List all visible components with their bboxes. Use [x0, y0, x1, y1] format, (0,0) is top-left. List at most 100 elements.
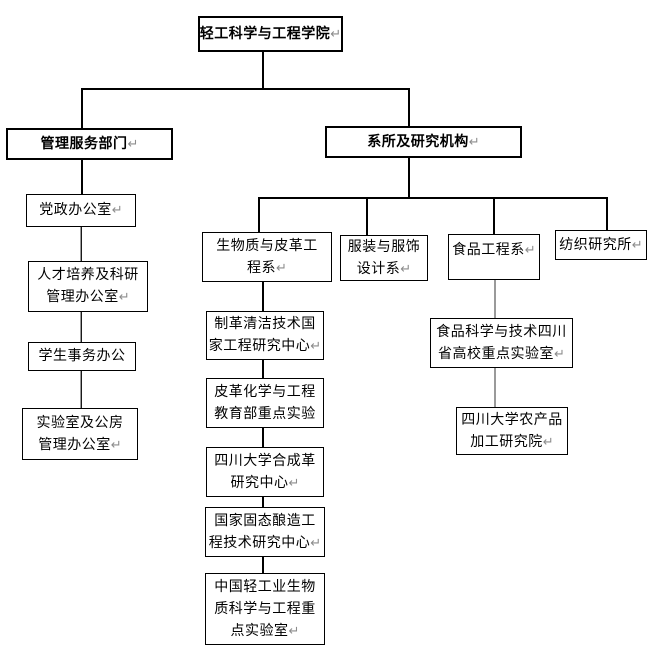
node-label: 学生事务办公 [39, 345, 126, 368]
paragraph-mark-icon: ↵ [330, 26, 342, 42]
node-label-text: 程系 [247, 259, 277, 276]
node-label-text: 制革清洁技术国 [214, 316, 316, 332]
node-fashion-design-dept: 服装与服饰 设计系↵ [340, 235, 428, 281]
paragraph-mark-icon: ↵ [288, 475, 300, 491]
connector-biomass-4 [262, 497, 264, 507]
paragraph-mark-icon: ↵ [276, 260, 287, 276]
paragraph-mark-icon: ↵ [127, 136, 139, 152]
node-label-text: 省高校重点实验室 [438, 345, 555, 362]
node-label-text: 管理办公室 [46, 289, 119, 305]
paragraph-mark-icon: ↵ [554, 346, 565, 362]
node-departments-institutes: 系所及研究机构↵ [325, 126, 522, 158]
connector-drop-admin [81, 88, 83, 128]
node-label: 党政办公室↵ [39, 199, 122, 222]
node-label-text: 教育部重点实验 [214, 405, 316, 422]
node-label: 加工研究院↵ [470, 431, 553, 454]
node-label-text: 研究中心 [230, 474, 289, 491]
node-label: 质科学与工程重 [214, 598, 316, 620]
connector-food-2 [494, 368, 496, 407]
connector-drop-textile [606, 197, 608, 230]
node-label-text: 生物质与皮革工 [216, 237, 318, 254]
connector-level1-split [81, 88, 410, 90]
node-label: 研究中心↵ [231, 472, 300, 495]
node-party-admin-office: 党政办公室↵ [26, 194, 136, 227]
node-label-text: 党政办公室 [39, 202, 112, 218]
node-label-text: 系所及研究机构 [367, 133, 469, 150]
connector-drop-academic [408, 88, 410, 126]
node-label: 四川大学农产品 [461, 409, 563, 431]
node-label: 教育部重点实验 [214, 403, 316, 426]
node-label-text: 食品工程系 [452, 242, 525, 258]
node-label-text: 四川大学农产品 [461, 411, 563, 428]
node-label-text: 管理办公室 [38, 436, 111, 453]
node-leather-clean-tech-center: 制革清洁技术国 家工程研究中心↵ [206, 311, 324, 360]
paragraph-mark-icon: ↵ [288, 623, 300, 639]
connector-biomass-3 [262, 427, 264, 447]
paragraph-mark-icon: ↵ [118, 290, 130, 305]
node-label: 系所及研究机构↵ [367, 131, 479, 154]
node-label: 轻工科学与工程学院↵ [200, 23, 341, 46]
paragraph-mark-icon: ↵ [111, 203, 123, 218]
node-biomass-leather-dept: 生物质与皮革工 程系↵ [202, 232, 332, 282]
connector-root-stem [262, 52, 264, 88]
node-student-affairs-office: 学生事务办公 [28, 342, 136, 371]
node-label-text: 加工研究院 [470, 433, 543, 450]
node-label: 四川大学合成革 [214, 450, 316, 472]
connector-biomass-1 [262, 282, 264, 311]
node-leather-chem-key-lab: 皮革化学与工程 教育部重点实验 [206, 378, 324, 428]
node-label: 人才培养及科研 [37, 264, 139, 286]
paragraph-mark-icon: ↵ [542, 434, 554, 450]
node-label-text: 纺织研究所 [559, 236, 632, 253]
node-label: 制革清洁技术国 [214, 313, 316, 335]
node-label: 省高校重点实验室↵ [438, 343, 565, 366]
node-label: 食品科学与技术四川 [436, 321, 567, 343]
node-college-root: 轻工科学与工程学院↵ [198, 16, 343, 52]
node-label: 管理服务部门↵ [41, 133, 139, 156]
connector-food-1 [494, 280, 496, 318]
paragraph-mark-icon: ↵ [468, 134, 480, 150]
node-label-text: 人才培养及科研 [37, 267, 139, 283]
node-label: 中国轻工业生物 [214, 576, 316, 598]
node-label: 皮革化学与工程 [214, 381, 316, 403]
connector-biomass-2 [262, 360, 264, 378]
node-label: 国家固态酿造工 [214, 510, 316, 532]
node-lab-housing-office: 实验室及公房 管理办公室↵ [22, 408, 138, 460]
node-food-engineering-dept: 食品工程系↵ [448, 234, 540, 280]
connector-admin-3 [80, 311, 82, 342]
node-label-text: 皮革化学与工程 [214, 383, 316, 400]
connector-admin-2 [80, 227, 82, 261]
node-label: 管理办公室↵ [38, 434, 121, 457]
connector-drop-food [493, 197, 495, 234]
node-food-science-key-lab: 食品科学与技术四川 省高校重点实验室↵ [430, 318, 573, 368]
node-label-text: 管理服务部门 [40, 135, 128, 152]
node-label: 纺织研究所↵ [559, 234, 642, 257]
connector-drop-fashion [366, 197, 368, 235]
node-label-text: 食品科学与技术四川 [436, 323, 567, 340]
connector-academic-stem [408, 158, 410, 197]
node-label: 生物质与皮革工 [216, 235, 318, 257]
node-label-text: 四川大学合成革 [214, 452, 316, 469]
node-label: 点实验室↵ [231, 620, 300, 643]
node-solid-state-brewing-center: 国家固态酿造工 程技术研究中心↵ [205, 507, 325, 557]
node-label-text: 质科学与工程重 [214, 600, 316, 617]
node-label-text: 设计系 [356, 260, 401, 277]
paragraph-mark-icon: ↵ [310, 339, 322, 354]
node-label-text: 中国轻工业生物 [214, 578, 316, 595]
node-label-text: 点实验室 [230, 622, 289, 639]
node-label-text: 服装与服饰 [347, 238, 421, 255]
connector-admin-1 [81, 160, 83, 194]
node-label: 程系↵ [247, 257, 287, 280]
node-admin-services: 管理服务部门↵ [6, 128, 173, 160]
node-agri-products-institute: 四川大学农产品 加工研究院↵ [456, 407, 568, 455]
node-label: 服装与服饰 [348, 236, 421, 258]
node-label-text: 家工程研究中心 [208, 338, 311, 354]
node-label-text: 国家固态酿造工 [214, 512, 316, 529]
node-label-text: 实验室及公房 [36, 414, 124, 431]
node-synthetic-leather-center: 四川大学合成革 研究中心↵ [206, 447, 324, 497]
node-talent-research-office: 人才培养及科研 管理办公室↵ [28, 261, 148, 312]
node-label: 家工程研究中心↵ [209, 335, 321, 358]
paragraph-mark-icon: ↵ [310, 535, 322, 551]
paragraph-mark-icon: ↵ [631, 237, 643, 253]
node-label-text: 学生事务办公 [38, 348, 126, 364]
